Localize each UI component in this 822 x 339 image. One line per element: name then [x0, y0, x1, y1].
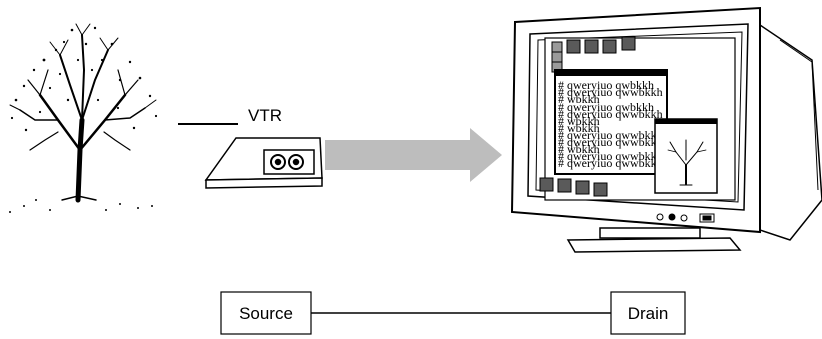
screen-text-line: # qweryiuo qwwbkkh — [558, 107, 663, 121]
screen-text-line: # qweryiuo qwwbkkh — [558, 85, 663, 99]
vtr-device — [204, 137, 323, 189]
drain-label: Drain — [628, 304, 669, 323]
screen-text-lines: # qweryiuo qwbkkh # qweryiuo qwwbkkh # w… — [558, 78, 663, 170]
screen-text-line: # qweryiuo qwbkkh — [558, 78, 654, 92]
monitor-controls — [656, 213, 715, 223]
tree-illustration — [9, 23, 157, 203]
screen-text-line: # wbkkh — [558, 121, 600, 135]
screen-text-line: # wbkkh — [558, 92, 600, 106]
flow-arrow — [325, 128, 502, 182]
screen-toolbar — [551, 36, 636, 73]
source-label: Source — [239, 304, 293, 323]
screen-text-line: # qweryiuo qwwbkk — [558, 156, 657, 170]
screen-text-line: # qweryiuo qwwbkk — [558, 149, 657, 163]
screen-text-line: # qweryiuo qwwbkk — [558, 135, 657, 149]
source-box: Source — [220, 291, 312, 335]
screen-text-line: # qweryiuo qwbkkh — [558, 100, 654, 114]
tree-foliage-dots — [9, 26, 158, 213]
screen-text-window: # qweryiuo qwbkkh # qweryiuo qwwbkkh # w… — [554, 69, 668, 175]
screen-image-window — [654, 118, 718, 194]
screen-text-line: # qweryiuo qwwbkk — [558, 128, 657, 142]
screen-text-line: # wbkkh — [558, 142, 600, 156]
screen-bottom-bar — [539, 177, 608, 197]
mini-tree-icon — [667, 139, 707, 186]
drain-box: Drain — [610, 291, 686, 335]
screen-text-line: # wbkkh — [558, 114, 600, 128]
vtr-label: VTR — [248, 106, 282, 125]
